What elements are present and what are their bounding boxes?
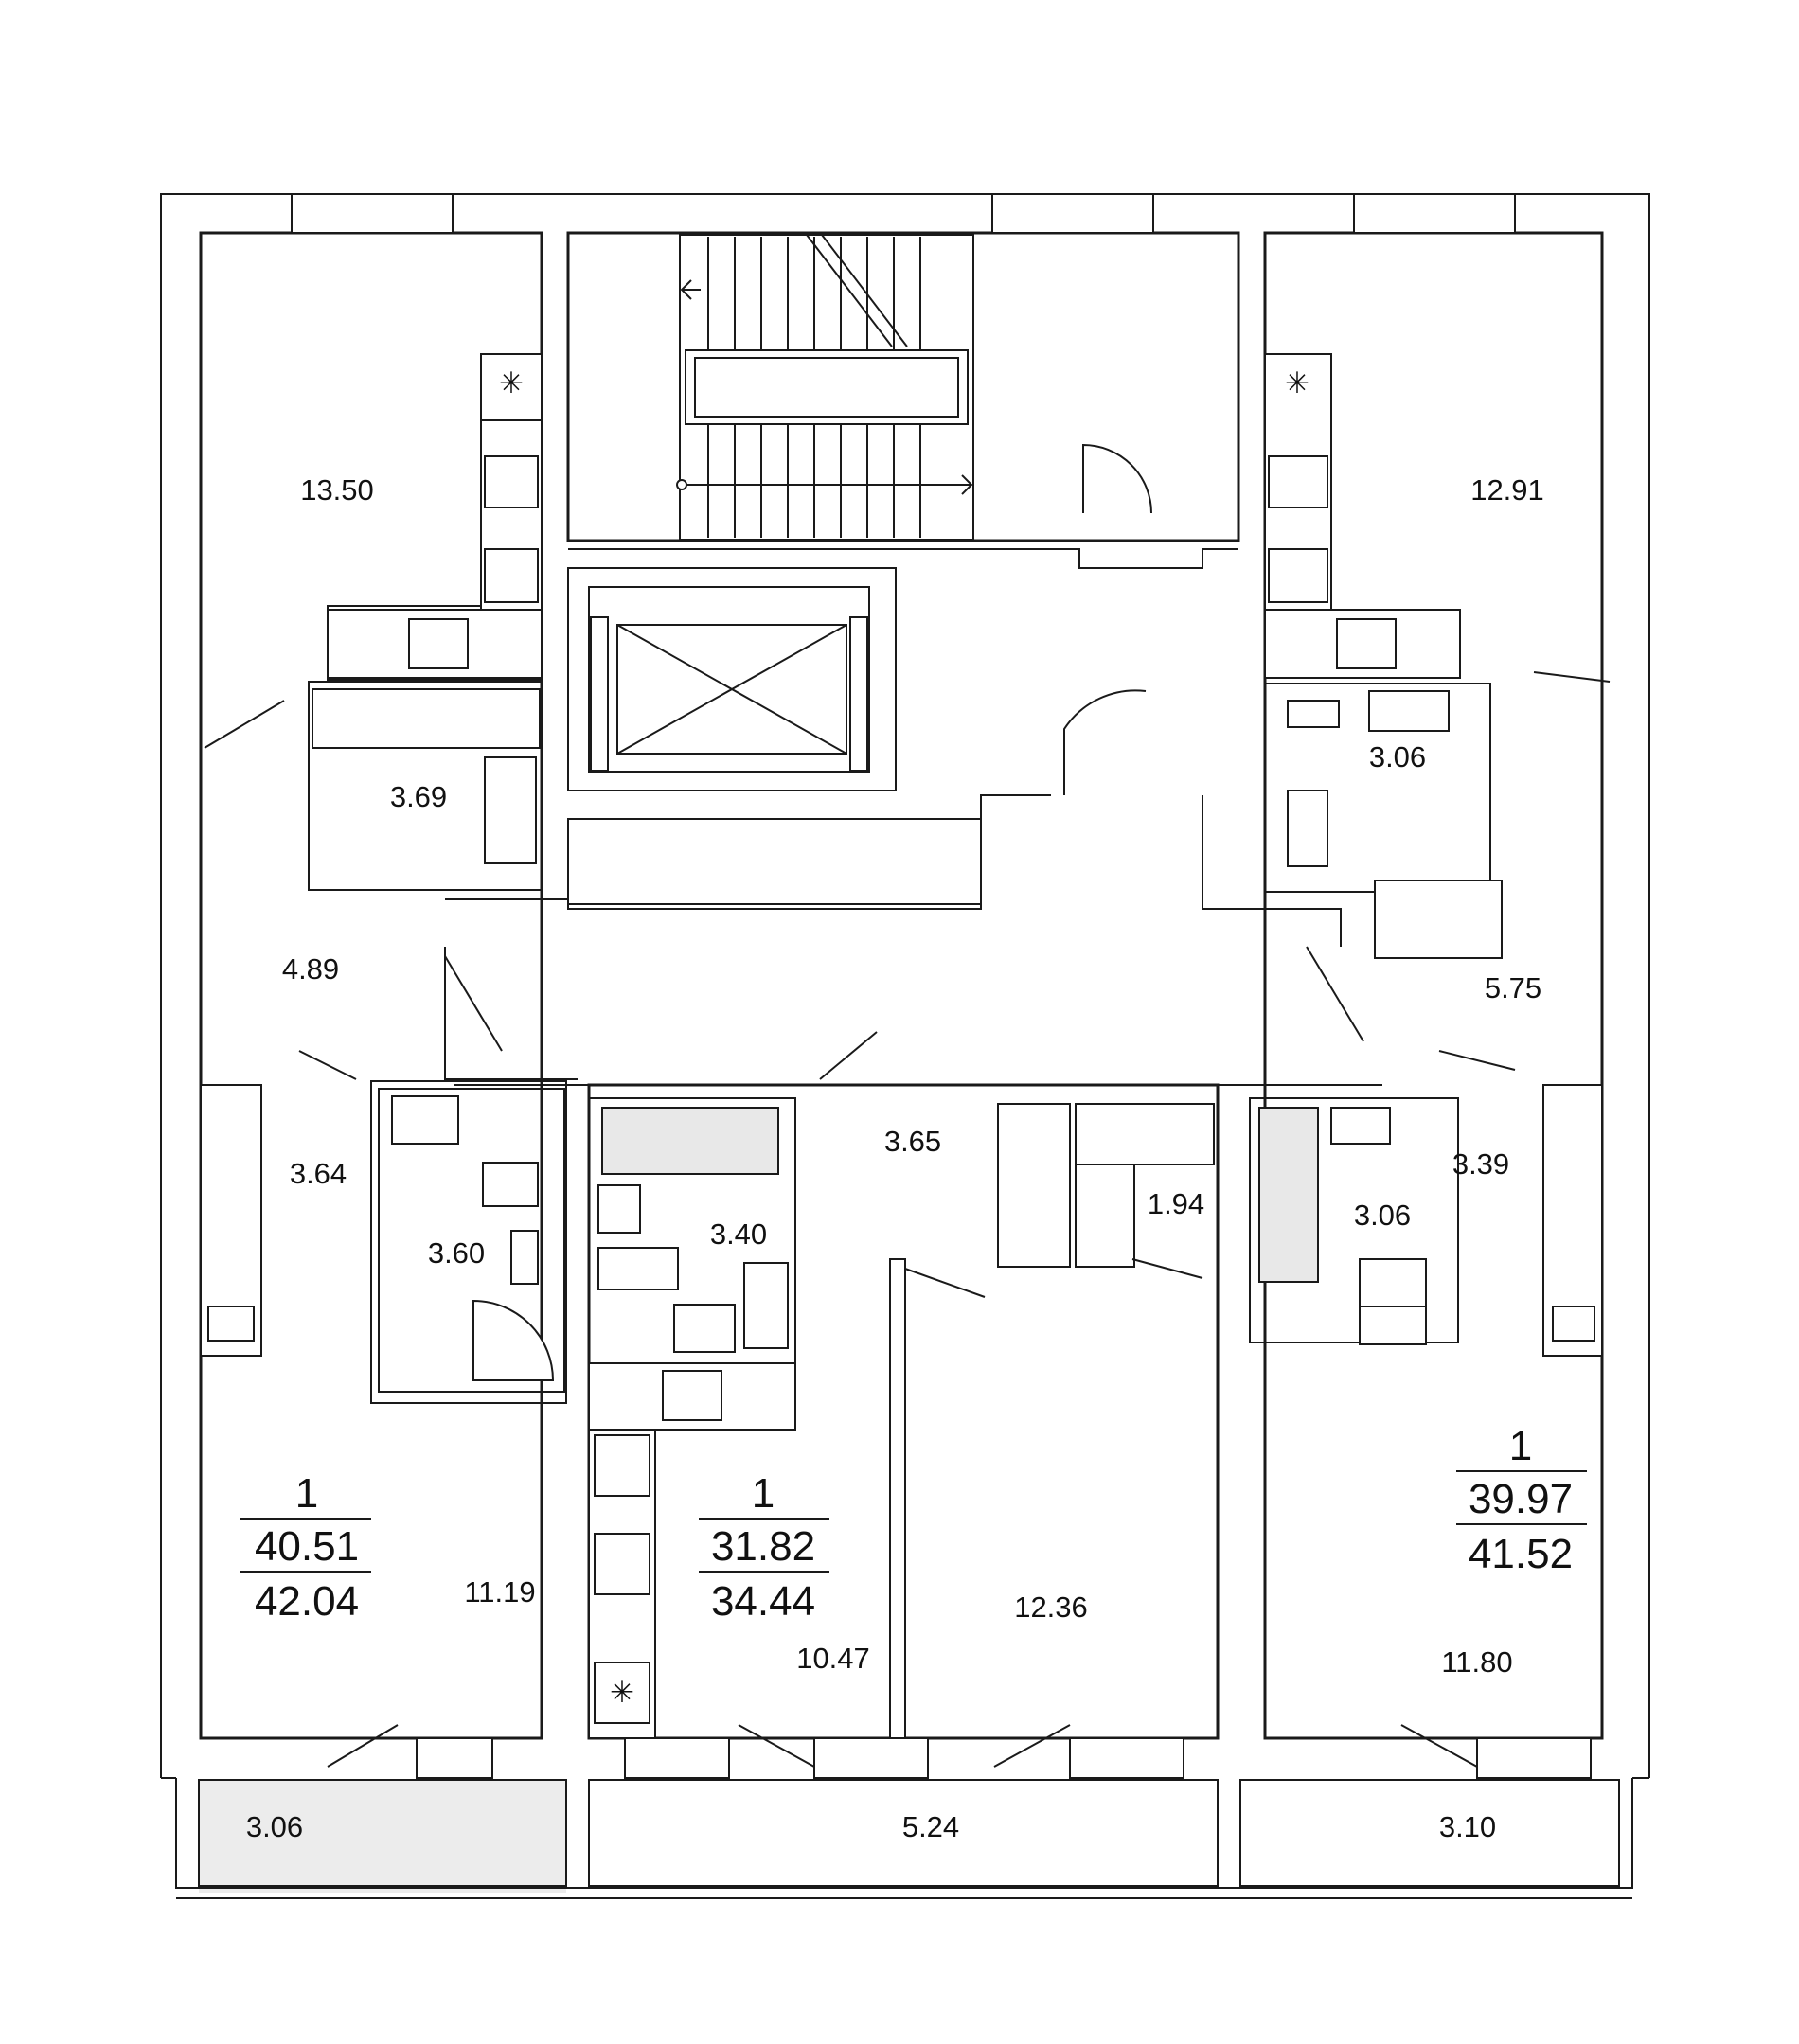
doors: [204, 443, 1611, 1768]
area-kitchen-middle: 10.47: [796, 1642, 870, 1675]
apartment-rooms: 1: [752, 1470, 775, 1517]
area-room-middle: 12.36: [1014, 1591, 1088, 1624]
fan-icon: ✳: [610, 1676, 634, 1709]
area-bath-right-top: 3.06: [1369, 740, 1426, 773]
area-corridor-right: 3.39: [1452, 1147, 1509, 1181]
area-closet-middle: 1.94: [1148, 1187, 1204, 1220]
common-corridor: [444, 548, 1382, 1086]
area-room-left: 11.19: [464, 1575, 535, 1609]
area-kitchen-left: 13.50: [300, 473, 374, 507]
apartment-summary-left: 1 40.51 42.04: [240, 1470, 371, 1625]
area-balcony-middle: 5.24: [902, 1810, 959, 1843]
middle-apartment-walls: ✳: [588, 1097, 1215, 1739]
apartment-summary-middle: 1 31.82 34.44: [699, 1470, 829, 1625]
apartment-living-area: 39.97: [1469, 1476, 1573, 1522]
area-bath-left: 3.60: [428, 1236, 485, 1270]
left-kitchen-counter: ✳: [327, 353, 543, 679]
apartment-rooms: 1: [1509, 1423, 1532, 1469]
right-apartment-walls: ✳: [1249, 353, 1603, 1357]
area-hall-left: 4.89: [282, 952, 339, 986]
staircase: [676, 234, 974, 541]
area-storage-left: 3.69: [390, 780, 447, 813]
fan-icon: ✳: [1285, 366, 1309, 400]
apartment-living-area: 40.51: [255, 1523, 359, 1570]
room-labels: 13.50 12.91 3.69 3.06 4.89 5.75 3.64 3.6…: [246, 473, 1544, 1843]
balconies: [198, 1779, 1620, 1887]
left-apartment-walls: [200, 605, 567, 1404]
elevator: [567, 567, 982, 905]
area-balcony-right: 3.10: [1439, 1810, 1496, 1843]
apartment-total-area: 34.44: [711, 1578, 815, 1625]
apartment-total-area: 41.52: [1469, 1531, 1573, 1577]
apartment-summary-right: 1 39.97 41.52: [1456, 1423, 1587, 1577]
area-bath-right: 3.06: [1354, 1199, 1411, 1232]
area-hall-middle: 3.65: [884, 1125, 941, 1158]
apartment-total-area: 42.04: [255, 1578, 359, 1625]
area-balcony-left: 3.06: [246, 1810, 303, 1843]
area-bath-middle: 3.40: [710, 1218, 767, 1251]
area-hall-right: 5.75: [1485, 971, 1541, 1004]
area-room-right: 11.80: [1441, 1645, 1512, 1679]
area-kitchen-right: 12.91: [1470, 473, 1544, 507]
area-corridor-left: 3.64: [290, 1157, 347, 1190]
apartment-rooms: 1: [295, 1470, 318, 1517]
apartment-living-area: 31.82: [711, 1523, 815, 1570]
fan-icon: ✳: [499, 366, 524, 400]
